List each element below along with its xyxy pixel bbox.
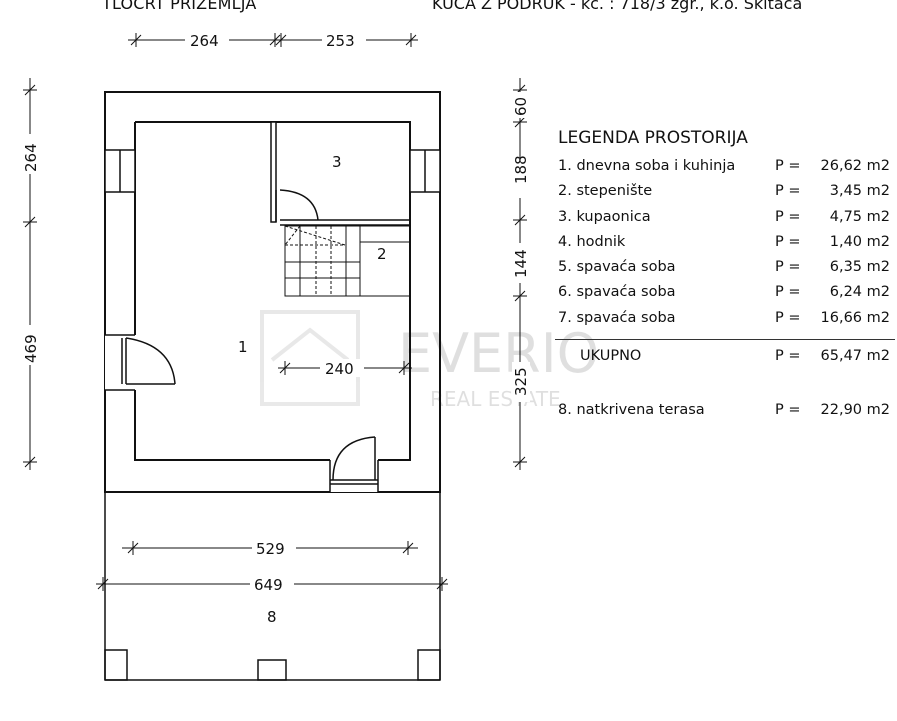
dim-right-bottom: 325 [512, 367, 530, 396]
legend-total-label: UKUPNO [580, 348, 642, 364]
watermark-brand: EVERIO [398, 322, 599, 385]
windows [104, 149, 441, 193]
legend-row: 3. kupaonica P = 4,75 m2 [558, 209, 897, 234]
room-label-3: 3 [332, 153, 342, 171]
legend-area: 1,40 m2 [829, 233, 890, 250]
room-legend: LEGENDA PROSTORIJA 1. dnevna soba i kuhi… [558, 128, 897, 335]
terrace-pillar-left [104, 649, 128, 681]
staircase [284, 225, 411, 297]
legend-room-name: 5. spavaća soba [558, 259, 676, 276]
legend-row: 5. spavaća soba P = 6,35 m2 [558, 259, 897, 284]
outer-wall-rect [104, 91, 441, 493]
legend-p: P = [775, 158, 801, 174]
legend-area: 4,75 m2 [829, 208, 890, 225]
legend-terrace-label: 8. natkrivena terasa [558, 402, 705, 418]
dim-right-mid2: 144 [512, 249, 530, 278]
legend-total-area: 65,47 m2 [820, 348, 890, 364]
legend-room-name: 3. kupaonica [558, 208, 651, 225]
inner-wall-bottom [134, 390, 330, 461]
legend-p: P = [775, 259, 801, 276]
legend-area: 26,62 m2 [820, 158, 890, 174]
dim-right-mid1: 188 [512, 155, 530, 184]
watermark-logo: EVERIO REAL ESTATE [260, 310, 599, 411]
legend-total-p: P = [775, 348, 801, 364]
room-label-8: 8 [267, 608, 277, 626]
door-left [105, 334, 176, 391]
legend-p: P = [775, 183, 801, 200]
legend-room-name: 7. spavaća soba [558, 309, 676, 326]
legend-p: P = [775, 208, 801, 225]
legend-room-name: 6. spavaća soba [558, 284, 676, 301]
legend-row: 1. dnevna soba i kuhinja P = 26,62 m2 [558, 158, 897, 183]
parcel-header: KUĆA Z PODRUK - kč. : 718/3 zgr., k.o. S… [432, 0, 803, 13]
dim-left-lower: 469 [22, 334, 40, 363]
dim-right-top: 60 [512, 97, 530, 116]
legend-area: 16,66 m2 [820, 309, 890, 326]
room-label-2: 2 [377, 245, 387, 263]
terrace-pillar-center [257, 659, 287, 681]
legend-area: 6,35 m2 [829, 259, 890, 276]
dim-inner-width: 240 [325, 360, 354, 378]
legend-row: 2. stepenište P = 3,45 m2 [558, 183, 897, 208]
room-label-1: 1 [238, 338, 248, 356]
terrace-pillar-right [417, 649, 441, 681]
legend-p: P = [775, 284, 801, 301]
legend-row: 6. spavaća soba P = 6,24 m2 [558, 284, 897, 309]
legend-p: P = [775, 309, 801, 326]
dim-top-right: 253 [326, 32, 355, 50]
legend-divider [555, 339, 895, 340]
dim-top-left: 264 [190, 32, 219, 50]
legend-row: 7. spavaća soba P = 16,66 m2 [558, 310, 897, 335]
legend-area: 3,45 m2 [829, 183, 890, 200]
terrace-outline [104, 492, 441, 681]
bathroom-partition [270, 121, 410, 226]
legend-title: LEGENDA PROSTORIJA [558, 128, 748, 148]
dim-529: 529 [256, 540, 285, 558]
door-bottom [329, 436, 379, 492]
legend-terrace-area: 22,90 m2 [820, 402, 890, 418]
dim-649: 649 [254, 576, 283, 594]
legend-p: P = [775, 233, 801, 250]
legend-row: 4. hodnik P = 1,40 m2 [558, 234, 897, 259]
legend-room-name: 1. dnevna soba i kuhinja [558, 158, 736, 174]
legend-room-name: 4. hodnik [558, 233, 626, 250]
dim-left-upper: 264 [22, 143, 40, 172]
legend-room-name: 2. stepenište [558, 183, 653, 200]
legend-terrace-p: P = [775, 402, 801, 418]
drawing-title: TLOCRT PRIZEMLJA [102, 0, 257, 13]
watermark-sub: REAL ESTATE [430, 387, 561, 411]
legend-area: 6,24 m2 [829, 284, 890, 301]
dimension-labels: 264 253 264 469 60 188 144 325 240 529 6… [22, 31, 530, 594]
